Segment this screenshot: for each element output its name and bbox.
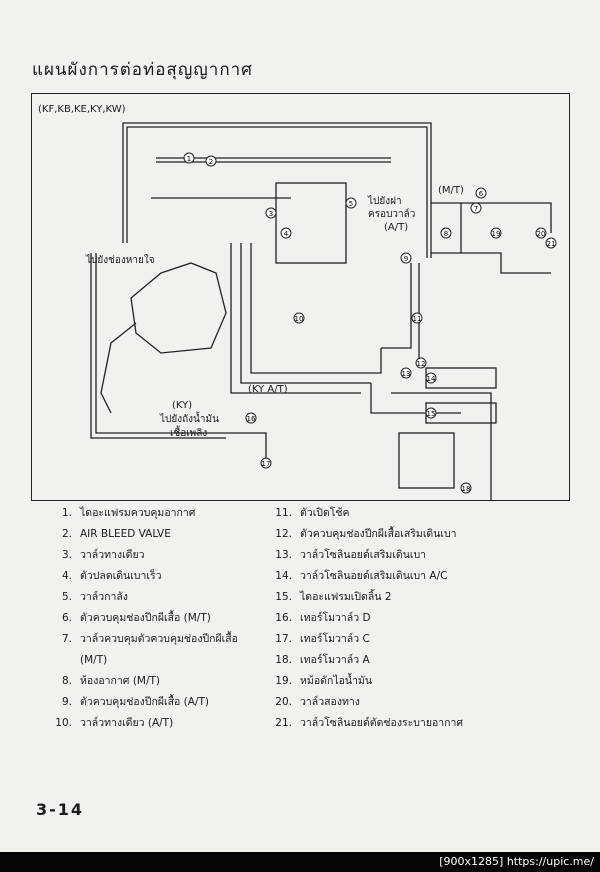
footer-bar: [900x1285] https://upic.me/ (0, 852, 600, 872)
legend-item: 10.วาล์วทางเดียว (A/T) (55, 717, 174, 729)
carburetor-body (275, 182, 347, 264)
legend-item: 2.AIR BLEED VALVE (61, 528, 171, 540)
callout-number: 9 (404, 255, 408, 263)
label-ky: (KY) (172, 400, 193, 411)
legend-item: 12.ตัวควบคุมช่องปีกผีเสื้อเสริมเดินเบา (275, 528, 457, 540)
callout-number: 12 (417, 360, 426, 368)
engine-outline (130, 262, 227, 354)
legend-item: 17.เทอร์โมวาล์ว C (275, 633, 370, 645)
legend-item: 11.ตัวเปิดโช้ค (275, 507, 350, 519)
label-fuel-tank-2: เชื้อเพลิง (170, 428, 208, 439)
callout-number: 7 (474, 205, 478, 213)
label-intake: ไปยังช่องหายใจ (86, 255, 155, 266)
callout-number: 21 (547, 240, 556, 248)
intake-tube (100, 322, 137, 414)
legend-item: 1.ไดอะแฟรมควบคุมอากาศ (61, 507, 196, 519)
callout-number: 16 (247, 415, 256, 423)
legend-item: 21.วาล์วโซลินอยด์ตัดช่องระบายอากาศ (275, 717, 464, 729)
legend-item: 8.ห้องอากาศ (M/T) (61, 675, 161, 687)
diagram-models-label: (KF,KB,KE,KY,KW) (38, 104, 126, 115)
legend-item: 7.วาล์วควบคุมตัวควบคุมช่องปีกผีเสื้อ (61, 633, 238, 645)
hose-right-2 (431, 252, 551, 274)
callout-number: 2 (209, 158, 213, 166)
label-valve-cover-1: ไปยังฝา (368, 196, 402, 207)
canister (398, 432, 455, 489)
hose-drop-1 (230, 243, 361, 394)
legend-item: 4.ตัวปลดเดินเบาเร็ว (61, 570, 162, 582)
hose-drop-4 (381, 263, 412, 349)
callout-number: 15 (427, 410, 436, 418)
hose-bottom-2 (391, 392, 492, 501)
callout-number: 4 (284, 230, 289, 238)
legend-item: 19.หม้อดักไอน้ำมัน (275, 675, 373, 687)
callout-number: 17 (262, 460, 271, 468)
hose-outer-loop-2 (126, 126, 428, 258)
legend-item: 13.วาล์วโซลินอยด์เสริมเดินเบา (275, 549, 427, 561)
legend-item: 20.วาล์วสองทาง (275, 696, 360, 708)
callout-number: 5 (349, 200, 353, 208)
legend-item: 3.วาล์วทางเดียว (61, 549, 145, 561)
legend-item: 16.เทอร์โมวาล์ว D (275, 612, 371, 624)
legend-item: 5.วาล์วกาลัง (61, 591, 128, 603)
legend-item: 14.วาล์วโซลินอยด์เสริมเดินเบา A/C (275, 570, 448, 582)
callout-number: 13 (402, 370, 411, 378)
legend-item: (M/T) (80, 654, 108, 666)
page-title: แผนผังการต่อท่อสุญญากาศ (32, 60, 253, 80)
callout-number: 18 (462, 485, 471, 493)
label-mt: (M/T) (438, 185, 464, 196)
hose-drop-2 (240, 243, 371, 384)
callout-number: 1 (187, 155, 191, 163)
legend-item: 6.ตัวควบคุมช่องปีกผีเสื้อ (M/T) (61, 612, 211, 624)
legend-item: 18.เทอร์โมวาล์ว A (275, 654, 370, 666)
label-valve-cover-2: ครอบวาล์ว (368, 209, 416, 220)
hose-right-1 (431, 202, 552, 233)
hose-outer-loop (122, 122, 432, 258)
diagram-frame (31, 93, 570, 501)
hose-drop-3 (250, 243, 382, 374)
callout-number: 11 (413, 315, 422, 323)
callout-number: 19 (492, 230, 501, 238)
callout-number: 8 (444, 230, 448, 238)
label-ky-at: (KY A/T) (248, 384, 288, 395)
hose-fuel-2 (90, 253, 226, 439)
label-at: (A/T) (384, 222, 409, 233)
page-number: 3-14 (36, 800, 85, 819)
legend: 1.ไดอะแฟรมควบคุมอากาศ 2.AIR BLEED VALVE … (0, 503, 600, 743)
hose-fuel-1 (95, 253, 267, 463)
callout-number: 3 (269, 210, 273, 218)
legend-item: 9.ตัวควบคุมช่องปีกผีเสื้อ (A/T) (61, 696, 209, 708)
callout-number: 6 (479, 190, 484, 198)
callout-number: 10 (295, 315, 304, 323)
legend-item: 15.ไดอะแฟรมเปิดลิ้น 2 (275, 591, 392, 603)
label-fuel-tank-1: ไปยังถังน้ำมัน (160, 414, 219, 425)
footer-text: [900x1285] https://upic.me/ (439, 855, 594, 868)
callout-number: 14 (427, 375, 436, 383)
callout-number: 20 (537, 230, 546, 238)
